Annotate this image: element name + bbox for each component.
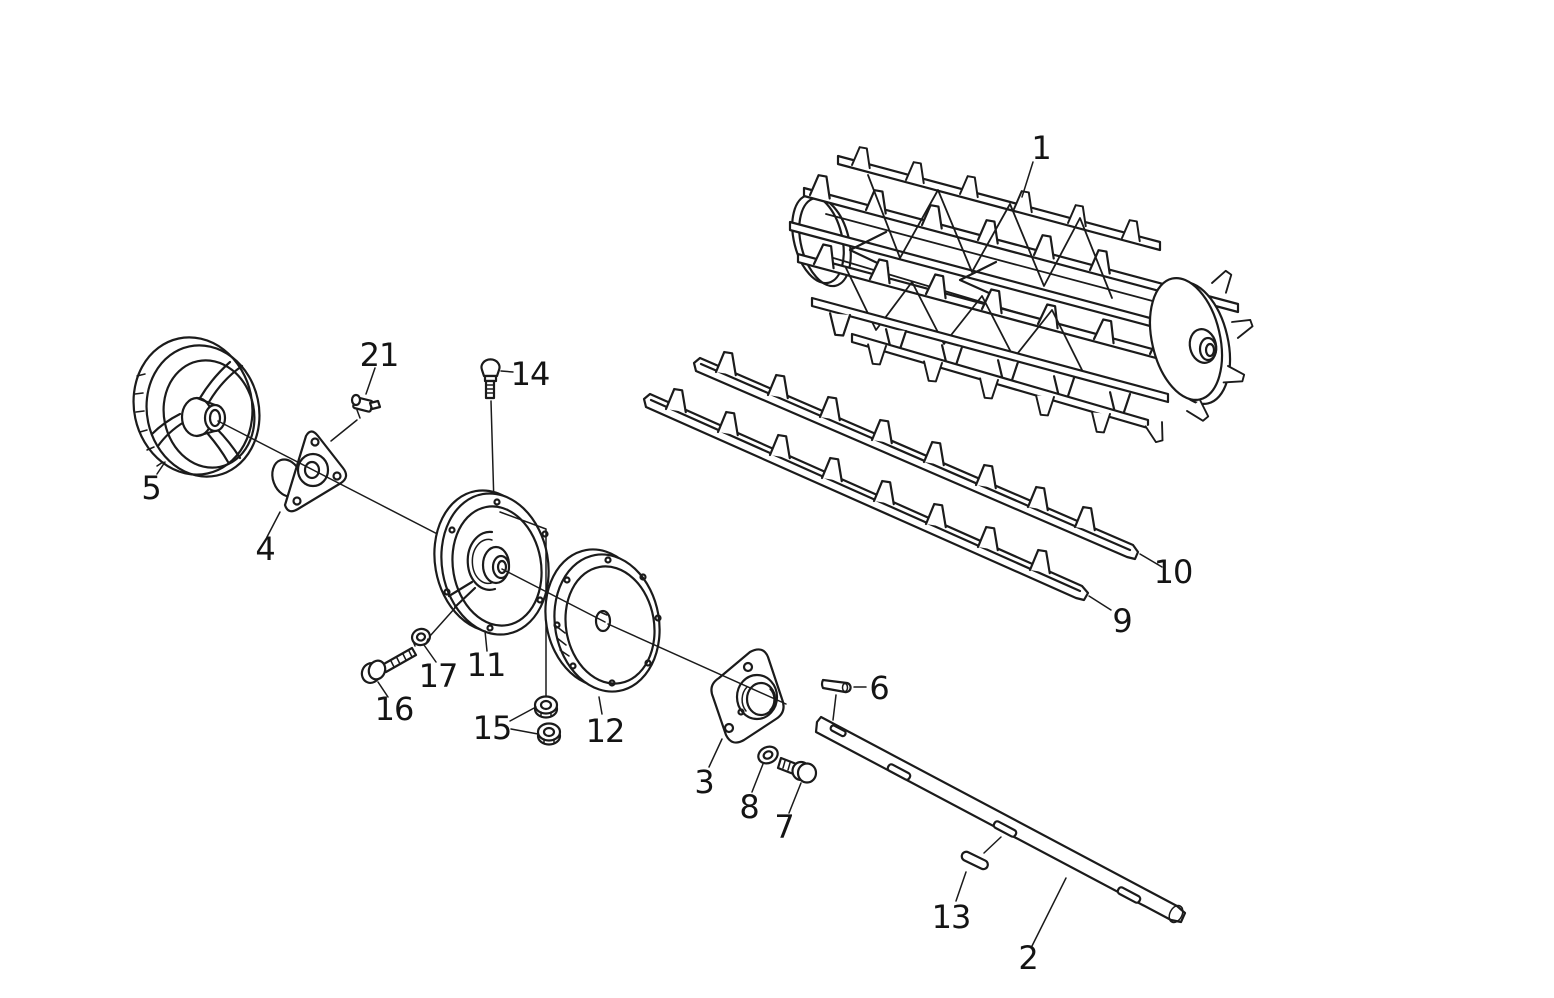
part-label-21: 21 xyxy=(359,336,400,374)
clip-21-drawing xyxy=(350,393,382,419)
axis-line-15 xyxy=(499,511,547,697)
disc-11-drawing xyxy=(433,489,550,636)
tine-bar-10-drawing xyxy=(692,350,1140,561)
part-label-16: 16 xyxy=(374,690,415,728)
part-label-8: 8 xyxy=(739,788,759,826)
axis-line-17 xyxy=(429,607,456,637)
flange-3-drawing xyxy=(710,648,785,744)
part-label-13: 13 xyxy=(931,898,972,936)
part-label-4: 4 xyxy=(255,530,275,568)
part-label-1: 1 xyxy=(1031,129,1051,167)
bracket-4-drawing xyxy=(271,430,348,513)
part-label-2: 2 xyxy=(1018,939,1038,977)
part-label-5: 5 xyxy=(141,469,161,507)
bolt-14-drawing xyxy=(480,358,501,506)
part-label-12: 12 xyxy=(585,712,626,750)
nuts-15-drawing xyxy=(533,695,562,746)
wheel-drawing xyxy=(132,336,261,478)
shaft-2-drawing xyxy=(814,715,1187,924)
bolt-7-drawing xyxy=(776,756,818,784)
bolt-16-drawing xyxy=(360,646,418,684)
part-label-10: 10 xyxy=(1153,553,1194,591)
nut-17-drawing xyxy=(410,627,432,647)
tine-bar-9-drawing xyxy=(642,387,1090,602)
part-label-11: 11 xyxy=(466,646,507,684)
part-label-17: 17 xyxy=(418,657,459,695)
part-label-6: 6 xyxy=(869,669,889,707)
part-label-14: 14 xyxy=(510,355,551,393)
reel-assembly-drawing xyxy=(788,145,1256,445)
part-label-3: 3 xyxy=(694,763,714,801)
part-label-9: 9 xyxy=(1112,602,1132,640)
washer-8-drawing xyxy=(757,745,779,765)
part-label-7: 7 xyxy=(774,808,794,846)
leader-lines xyxy=(156,161,1163,947)
part-label-15: 15 xyxy=(472,709,513,747)
key-13-drawing xyxy=(960,850,989,871)
axis-line-b xyxy=(501,568,787,705)
pin-6-drawing xyxy=(820,678,852,694)
